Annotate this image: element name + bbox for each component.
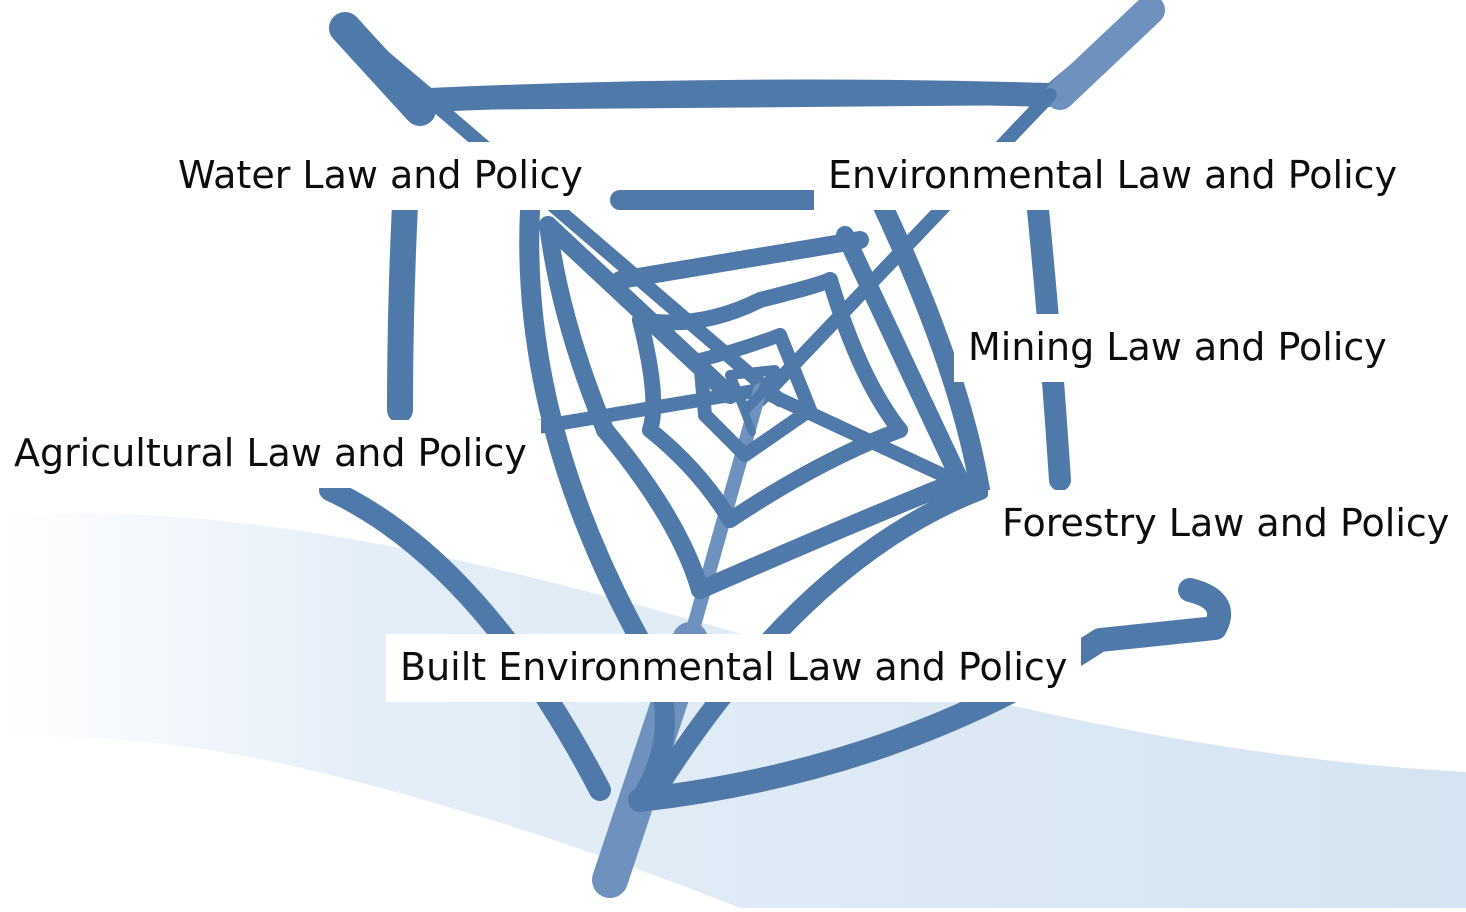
label-environmental-law: Environmental Law and Policy <box>814 142 1412 210</box>
label-forestry-law: Forestry Law and Policy <box>988 490 1464 558</box>
spider-web-icon <box>319 0 1232 898</box>
label-water-law: Water Law and Policy <box>164 142 597 210</box>
label-mining-law: Mining Law and Policy <box>954 314 1401 382</box>
label-built-environmental-law: Built Environmental Law and Policy <box>386 634 1082 702</box>
label-agricultural-law: Agricultural Law and Policy <box>0 420 541 488</box>
background-wave-band <box>0 512 1466 908</box>
